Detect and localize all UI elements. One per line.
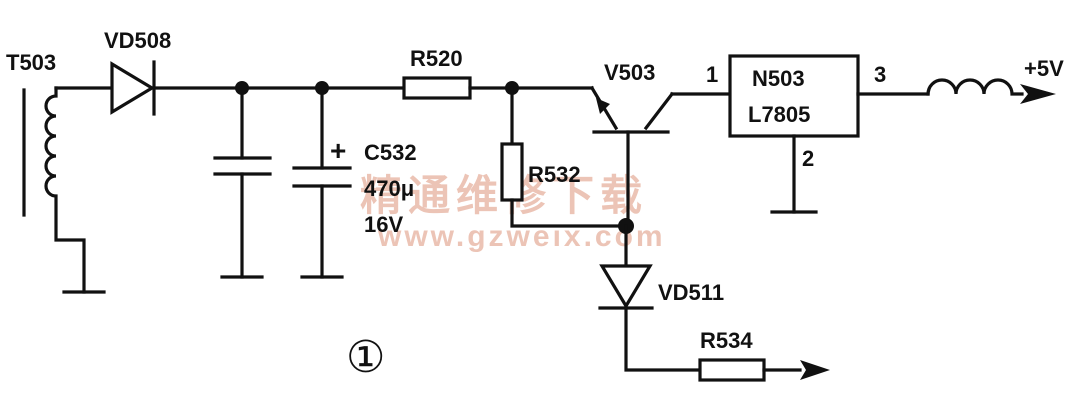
output-arrow-5v <box>1020 84 1056 104</box>
junction-dot <box>235 81 249 95</box>
v503-arrow <box>596 98 610 114</box>
v503-emitter-lead <box>643 91 675 131</box>
input-arrow-r534 <box>800 360 830 380</box>
label-l7805: L7805 <box>748 102 810 127</box>
label-t503: T503 <box>6 50 56 75</box>
label-pin3: 3 <box>874 62 886 87</box>
transistor-v503 <box>589 85 732 228</box>
label-plus5v: +5V <box>1024 56 1064 81</box>
label-r520: R520 <box>410 46 463 71</box>
label-n503: N503 <box>752 66 805 91</box>
resistor-r532 <box>500 86 628 228</box>
vd511-bottom-lead <box>624 306 702 372</box>
inductor-output <box>926 78 1024 96</box>
r532-body <box>500 142 524 202</box>
junction-dot <box>315 81 329 95</box>
vd511-triangle <box>599 264 653 310</box>
label-vd508: VD508 <box>104 28 171 53</box>
resistor-r534 <box>698 358 766 382</box>
diode-vd511 <box>598 224 702 372</box>
capacitor-c532 <box>292 86 352 279</box>
label-c532: C532 <box>364 140 417 165</box>
label-vd511: VD511 <box>658 280 724 305</box>
r532-bottom-lead <box>510 198 628 228</box>
label-pin2: 2 <box>802 146 814 171</box>
diode-vd508-triangle <box>110 61 156 115</box>
label-c532-voltage: 16V <box>364 212 403 237</box>
transformer-t503 <box>22 86 106 294</box>
label-c532-value: 470μ <box>364 176 414 201</box>
diode-vd508 <box>110 60 156 116</box>
label-c532-plus: + <box>330 135 346 166</box>
label-r532: R532 <box>528 162 581 187</box>
label-r534: R534 <box>700 328 753 353</box>
capacitor-1 <box>213 86 272 279</box>
label-v503: V503 <box>604 60 655 85</box>
resistor-r520 <box>402 76 472 100</box>
label-pin1: 1 <box>706 62 718 87</box>
transformer-winding <box>44 86 86 294</box>
regulator-n503 <box>728 54 860 138</box>
label-figure-number: ① <box>346 332 385 383</box>
